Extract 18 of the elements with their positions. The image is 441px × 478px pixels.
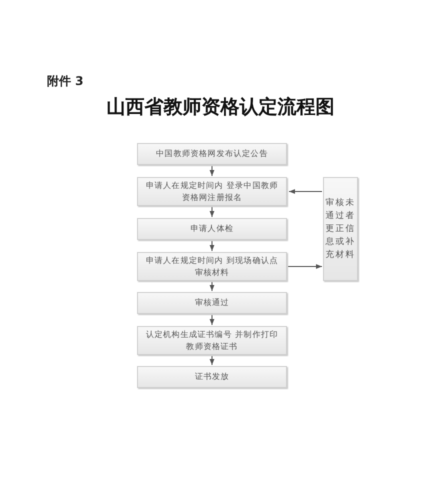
arrow: [210, 166, 214, 176]
process-box: 认定机构生成证书编号 并制作打印教师资格证书: [137, 326, 287, 355]
arrow: [210, 240, 214, 252]
arrow: [210, 356, 214, 366]
process-box: 证书发放: [137, 366, 287, 388]
arrow: [210, 314, 214, 326]
arrow: [210, 282, 214, 292]
attachment-label: 附件 3: [47, 73, 84, 90]
process-box: 申请人体检: [137, 218, 287, 240]
diagram-title: 山西省教师资格认定流程图: [106, 95, 336, 120]
note-box: 审核未通过者更正信息或补充材料: [323, 177, 358, 281]
arrow: [288, 264, 322, 269]
arrow: [288, 189, 322, 194]
process-box: 中国教师资格网发布认定公告: [137, 143, 287, 165]
process-box: 申请人在规定时间内 到现场确认点审核材料: [137, 252, 287, 281]
process-box: 审核通过: [137, 292, 287, 314]
process-box: 申请人在规定时间内 登录中国教师资格网注册报名: [137, 177, 287, 206]
arrow: [210, 206, 214, 218]
